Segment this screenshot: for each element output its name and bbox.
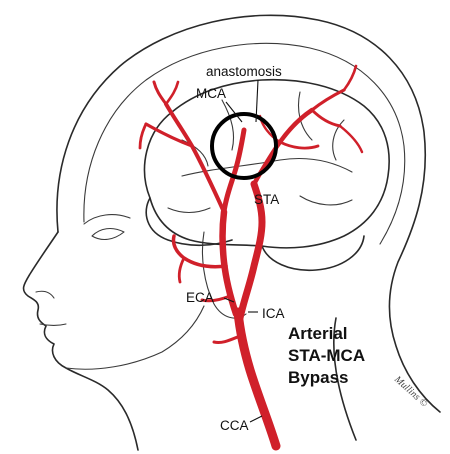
anastomosis-circle [212,114,276,178]
cca-leader [250,416,262,422]
jaw-line [66,306,204,369]
arteries [140,66,362,446]
sulcus-6 [168,208,210,213]
head-outline [24,15,440,450]
eyebrow [84,215,130,224]
artery-mca-branch-3 [280,142,318,148]
cerebellum [262,236,364,270]
artery-sta-twig-3 [140,124,146,148]
artery-occipital-branch [214,336,240,343]
artery-mca-branch-1 [312,90,344,110]
artery-mca-branch-6 [340,126,362,152]
title-line-1: Arterial [288,324,348,343]
artery-sta-twig-2 [154,82,166,104]
artery-facial-twig [179,258,184,282]
artery-sta-twig-4 [166,82,178,104]
face-profile [24,232,138,450]
artery-mca-branch-2 [312,110,340,126]
label-anastomosis: anastomosis [206,64,282,79]
labels: anastomosis MCA STA ECA ICA CCA [186,64,285,433]
nostril [36,291,54,298]
sulcus-1 [222,100,234,150]
title-line-3: Bypass [288,368,348,387]
artery-mca-branch-4 [344,66,356,90]
label-eca: ECA [186,290,214,305]
label-ica: ICA [262,306,285,321]
label-sta: STA [254,192,279,207]
brain [145,80,390,271]
eye [92,229,124,240]
title-line-2: STA-MCA [288,346,365,365]
label-mca: MCA [196,86,226,101]
sulcus-5 [300,196,352,205]
label-cca: CCA [220,418,249,433]
title-block: Arterial STA-MCA Bypass [288,324,365,387]
